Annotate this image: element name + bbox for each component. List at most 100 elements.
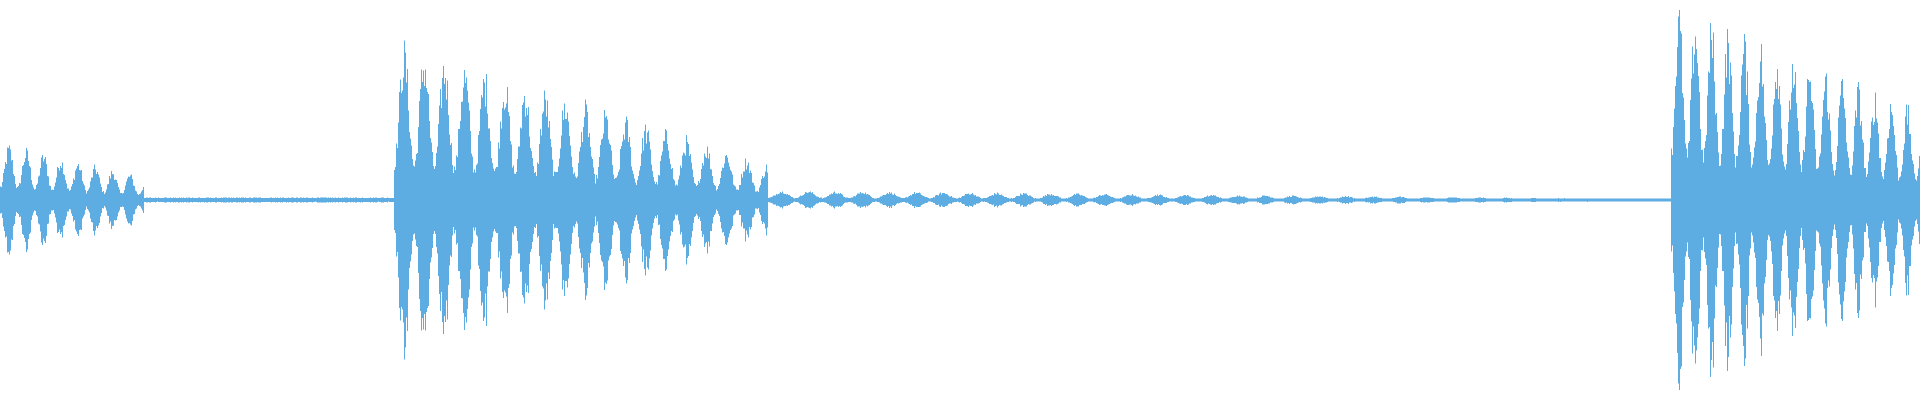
waveform-bar	[56, 177, 57, 223]
waveform-bar	[1027, 194, 1028, 206]
waveform-bar	[419, 101, 420, 299]
waveform-bar	[783, 193, 784, 207]
waveform-bar	[996, 194, 997, 206]
waveform-bar	[1542, 198, 1543, 202]
waveform-bar	[938, 195, 939, 205]
waveform-bar	[1578, 198, 1579, 202]
waveform-bar	[1694, 54, 1695, 346]
waveform-bar	[583, 127, 584, 273]
waveform-bar	[1492, 198, 1493, 202]
waveform-bar	[1906, 104, 1907, 296]
waveform-bar	[825, 197, 826, 203]
waveform-bar	[1818, 167, 1819, 233]
waveform-bar	[366, 198, 367, 202]
waveform-bar	[431, 142, 432, 258]
waveform-bar	[1556, 198, 1557, 202]
waveform-bar	[426, 87, 427, 313]
waveform-bar	[402, 90, 403, 310]
waveform-bar	[1283, 198, 1284, 202]
waveform-bar	[1800, 164, 1801, 236]
waveform-bar	[263, 198, 264, 202]
waveform-bar	[880, 196, 881, 204]
waveform-bar	[1059, 197, 1060, 203]
waveform-bar	[1394, 197, 1395, 203]
waveform-bar	[1865, 168, 1866, 232]
waveform-bar	[166, 197, 167, 203]
waveform-bar	[1882, 176, 1883, 224]
waveform-bar	[305, 197, 306, 203]
waveform-bar	[1775, 81, 1776, 319]
waveform-bar	[1665, 198, 1666, 202]
waveform-bar	[1230, 197, 1231, 203]
waveform-bar	[1415, 198, 1416, 202]
waveform-bar	[837, 194, 838, 207]
waveform-bar	[1695, 36, 1696, 364]
waveform-bar	[1866, 176, 1867, 224]
waveform-bar	[1169, 198, 1170, 202]
waveform-bar	[1023, 193, 1024, 207]
waveform-bar	[164, 197, 165, 203]
waveform-bar	[652, 171, 653, 229]
waveform-bar	[1068, 197, 1069, 203]
waveform-bar	[1139, 197, 1140, 203]
waveform-bar	[196, 197, 197, 203]
waveform-bar	[479, 131, 480, 269]
waveform-bar	[826, 197, 827, 203]
waveform-bar	[1344, 197, 1345, 203]
waveform-bar	[460, 121, 461, 279]
waveform-bar	[90, 181, 91, 219]
waveform-bar	[1378, 197, 1379, 203]
waveform-bar	[1352, 197, 1353, 203]
waveform-bar	[1149, 198, 1150, 202]
waveform-bar	[1355, 198, 1356, 202]
waveform-bar	[1633, 198, 1634, 202]
waveform-bar	[287, 197, 288, 203]
waveform-bar	[264, 198, 265, 202]
waveform-bar	[607, 119, 608, 281]
waveform-bar	[74, 180, 75, 221]
waveform-bar	[128, 176, 129, 224]
waveform-bar	[1462, 198, 1463, 202]
waveform-bar	[970, 194, 971, 206]
waveform-bar	[1575, 198, 1576, 202]
waveform-bar	[346, 197, 347, 203]
waveform-bar	[1100, 195, 1101, 205]
waveform-bar	[1456, 197, 1457, 203]
waveform-bar	[437, 146, 438, 254]
waveform-bar	[176, 198, 177, 202]
waveform-bar	[760, 184, 761, 216]
waveform-bar	[1716, 113, 1717, 287]
waveform-bar	[436, 153, 437, 247]
waveform-bar	[1436, 198, 1437, 202]
waveform-bar	[1285, 197, 1286, 203]
waveform-bar	[789, 195, 790, 205]
waveform-bar	[681, 167, 682, 233]
waveform-bar	[92, 177, 93, 223]
waveform-bar	[1356, 198, 1357, 202]
waveform-bar	[1433, 198, 1434, 202]
waveform-bar	[336, 198, 337, 202]
waveform-bar	[1911, 154, 1912, 246]
waveform-bar	[1060, 197, 1061, 203]
waveform-bar	[1676, 76, 1677, 324]
waveform-bar	[749, 173, 750, 227]
waveform-bar	[1553, 198, 1554, 202]
waveform-bar	[769, 197, 770, 203]
waveform-bar	[1667, 198, 1668, 202]
waveform-bar	[1305, 198, 1306, 202]
waveform-bar	[1545, 198, 1546, 202]
waveform-bar	[1043, 196, 1044, 204]
waveform-bar	[398, 122, 399, 278]
waveform-bar	[143, 186, 144, 214]
waveform-bar	[332, 197, 333, 203]
waveform-bar	[1659, 198, 1660, 202]
waveform-bar	[1477, 198, 1478, 202]
waveform-bar	[228, 197, 229, 203]
waveform-bar	[1777, 68, 1778, 332]
waveform-bar	[1124, 196, 1125, 204]
waveform-bar	[1429, 197, 1430, 203]
waveform-bar	[647, 132, 648, 268]
waveform-bar	[0, 186, 1, 214]
waveform-bar	[167, 198, 168, 203]
waveform-bar	[1789, 100, 1790, 300]
